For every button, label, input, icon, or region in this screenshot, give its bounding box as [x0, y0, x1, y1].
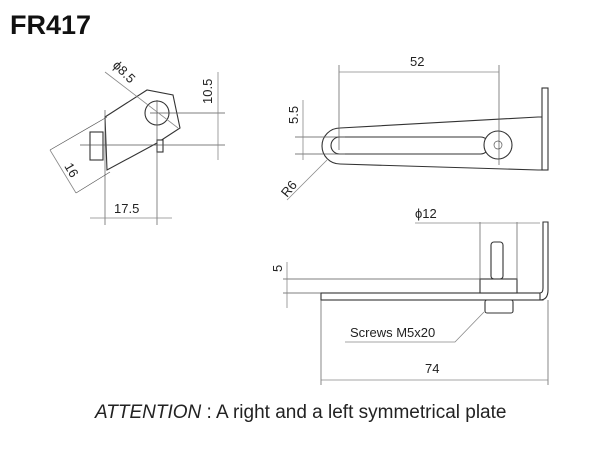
- bend: [539, 221, 549, 301]
- bracket-body: [104, 89, 181, 171]
- top-view-plate: 52 5.5 R6: [278, 54, 549, 201]
- pin: [156, 139, 164, 153]
- washer: [483, 130, 513, 160]
- washer-under: [484, 299, 514, 314]
- slot: [330, 136, 490, 155]
- screws-callout: Screws M5x20: [350, 325, 435, 340]
- dim-diameter-12: ϕ12: [415, 206, 437, 221]
- plate: [320, 292, 544, 301]
- bolt: [490, 241, 504, 280]
- dim-52: 52: [410, 54, 424, 69]
- dim-17-5: 17.5: [114, 201, 139, 216]
- dim-diameter-8-5: ϕ8.5: [110, 58, 139, 87]
- tab: [541, 87, 549, 171]
- attention-label: ATTENTION: [95, 402, 202, 423]
- dim-5: 5: [270, 265, 285, 272]
- nut: [479, 278, 518, 294]
- front-view-plate: ϕ12 5 Screws M5x20 74: [270, 206, 549, 385]
- dim-10-5: 10.5: [200, 79, 215, 104]
- dim-r6: R6: [278, 178, 300, 200]
- dim-5-5: 5.5: [286, 106, 301, 124]
- attention-text: : A right and a left symmetrical plate: [201, 402, 507, 423]
- attention-note: ATTENTION : A right and a left symmetric…: [95, 402, 506, 424]
- dim-16: 16: [61, 160, 81, 180]
- side-view-bracket: 10.5 17.5 16 ϕ8.5: [49, 58, 225, 225]
- dim-74: 74: [425, 361, 439, 376]
- boss: [89, 131, 104, 161]
- product-code-title: FR417: [10, 10, 92, 40]
